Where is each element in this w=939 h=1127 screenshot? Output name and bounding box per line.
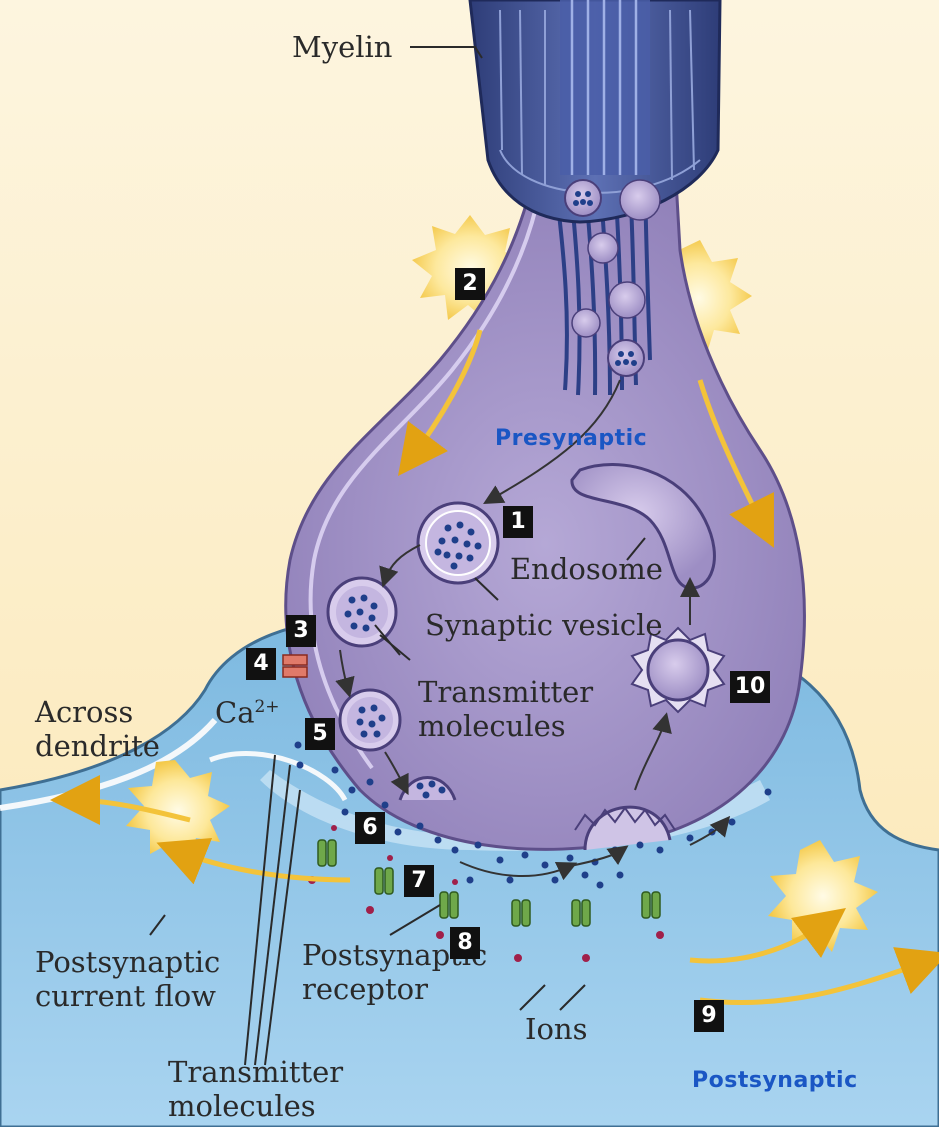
synaptic-vesicle-1 (418, 503, 498, 583)
step-10-badge: 10 (730, 671, 770, 703)
step-3-badge: 3 (286, 615, 316, 647)
across-dendrite-line1: Across (35, 695, 160, 729)
step-1-badge: 1 (503, 506, 533, 538)
synaptic-vesicle-label: Synaptic vesicle (425, 608, 663, 642)
fusing-vesicle (340, 690, 400, 750)
step-6-badge: 6 (355, 812, 385, 844)
transmitter-molecules-label-bottom: Transmitter molecules (168, 1055, 343, 1123)
calcium-label: Ca2+ (215, 690, 280, 730)
postsynaptic-current-line2: current flow (35, 979, 220, 1013)
across-dendrite-line2: dendrite (35, 729, 160, 763)
transmitter-label-top-line2: molecules (418, 709, 593, 743)
transmitter-label-bottom-line1: Transmitter (168, 1055, 343, 1089)
postsynaptic-receptor-line2: receptor (302, 972, 487, 1006)
transmitter-label-bottom-line2: molecules (168, 1089, 343, 1123)
calcium-label-charge: 2+ (254, 697, 279, 717)
transmitter-molecules-label-top: Transmitter molecules (418, 675, 593, 743)
ions-label: Ions (525, 1012, 587, 1046)
postsynaptic-current-line1: Postsynaptic (35, 945, 220, 979)
step-2-badge: 2 (455, 268, 485, 300)
transmitter-label-top-line1: Transmitter (418, 675, 593, 709)
step-7-badge: 7 (404, 865, 434, 897)
across-dendrite-label: Across dendrite (35, 695, 160, 763)
presynaptic-label: Presynaptic (495, 422, 647, 456)
step-8-badge: 8 (450, 927, 480, 959)
myelin-label: Myelin (292, 30, 392, 64)
postsynaptic-current-label: Postsynaptic current flow (35, 945, 220, 1013)
calcium-label-base: Ca (215, 696, 254, 730)
step-9-badge: 9 (694, 1000, 724, 1032)
step-4-badge: 4 (246, 648, 276, 680)
endosome-label: Endosome (510, 552, 663, 586)
postsynaptic-label: Postsynaptic (692, 1064, 858, 1098)
step-5-badge: 5 (305, 718, 335, 750)
